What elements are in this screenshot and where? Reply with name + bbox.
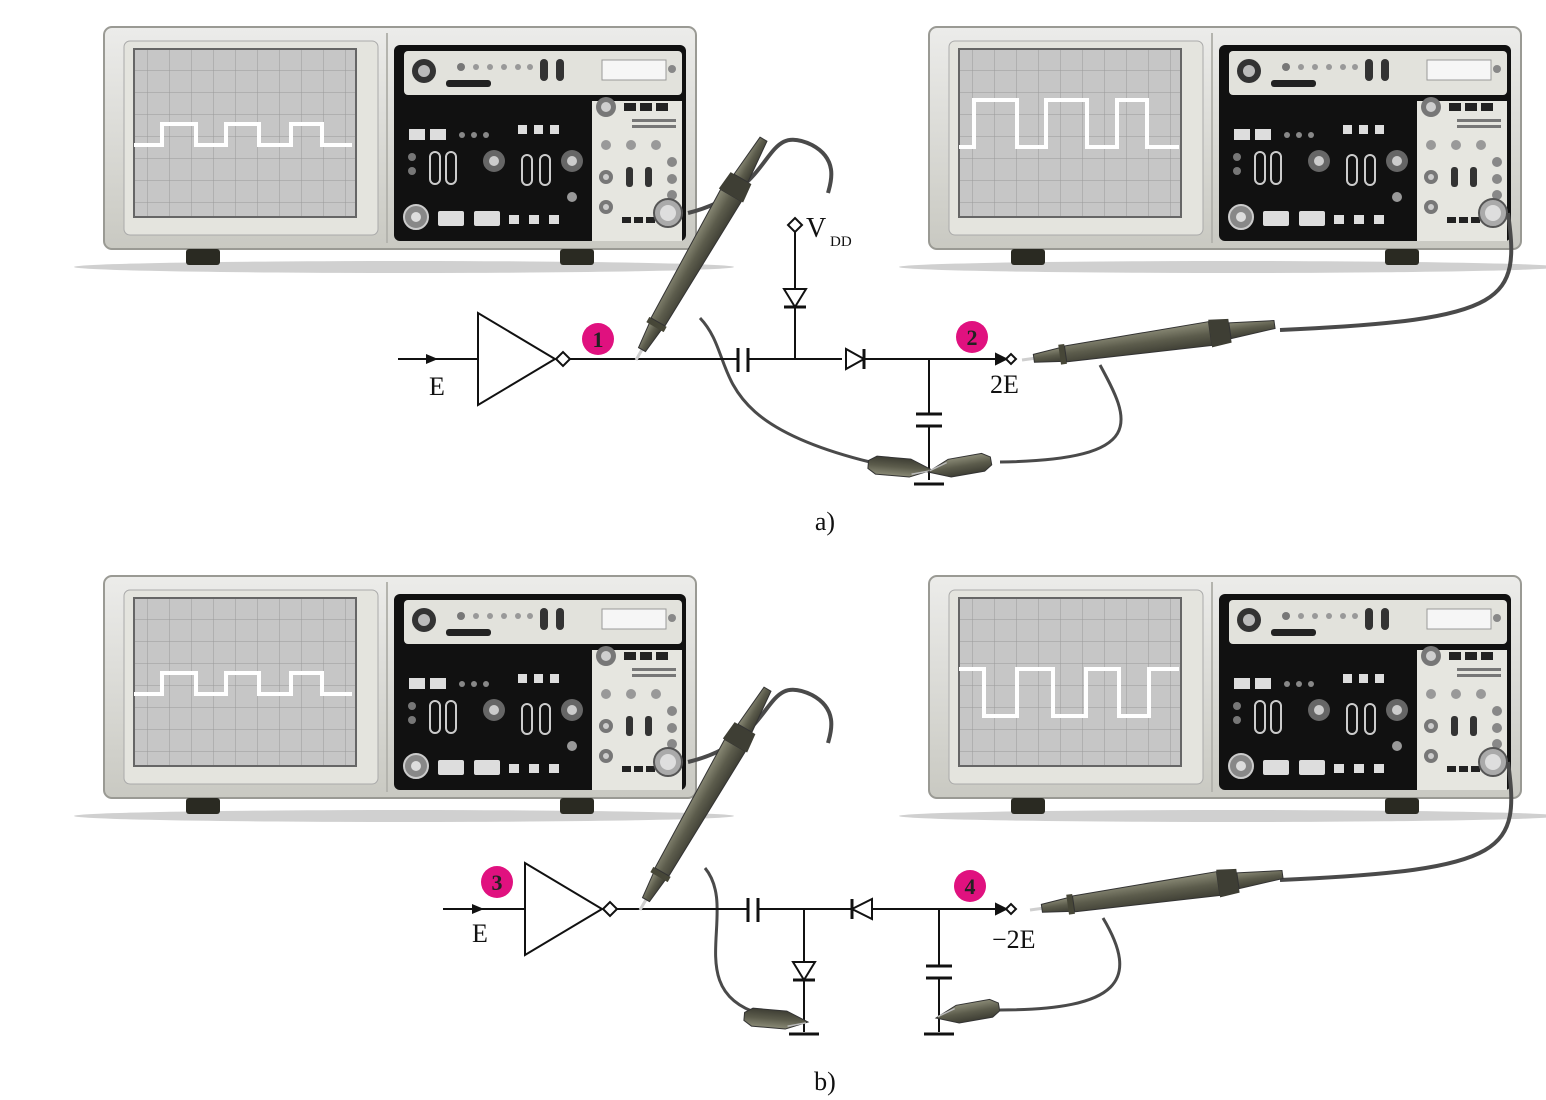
caption-a: a) bbox=[815, 507, 835, 536]
ground-lead bbox=[999, 364, 1123, 464]
ground-lead bbox=[703, 867, 761, 1016]
badge-number: 2 bbox=[967, 325, 978, 350]
panel-b: E −2E 3 4 b) bbox=[73, 575, 1546, 1096]
diode-icon bbox=[849, 897, 873, 921]
badge-3: 3 bbox=[481, 866, 513, 898]
oscilloscope-icon bbox=[898, 26, 1546, 274]
probe-cable bbox=[1279, 212, 1514, 332]
inverter-icon bbox=[524, 861, 604, 957]
panel-a: E V DD 2E 1 2 a) bbox=[73, 26, 1546, 536]
circuit-b bbox=[443, 861, 1018, 1036]
input-label: E bbox=[472, 919, 488, 948]
badge-number: 3 bbox=[492, 870, 503, 895]
badge-4: 4 bbox=[954, 870, 986, 902]
alligator-clip-icon bbox=[742, 1006, 810, 1032]
output-label: −2E bbox=[992, 925, 1036, 954]
circuit-a bbox=[398, 216, 1018, 486]
probe-icon bbox=[1019, 310, 1277, 375]
probe-cable bbox=[1279, 761, 1514, 882]
ground-lead bbox=[999, 917, 1122, 1012]
oscilloscope-icon bbox=[73, 575, 735, 823]
alligator-clip-icon bbox=[933, 997, 1002, 1028]
inverter-icon bbox=[477, 311, 557, 407]
diode-icon bbox=[845, 347, 867, 371]
oscilloscope-icon bbox=[898, 575, 1546, 823]
badge-number: 4 bbox=[965, 874, 976, 899]
output-label: 2E bbox=[990, 370, 1019, 399]
badge-1: 1 bbox=[582, 323, 614, 355]
alligator-clip-icon bbox=[866, 454, 934, 480]
waveform-trace bbox=[134, 122, 352, 147]
probe-icon bbox=[1027, 860, 1285, 925]
caption-b: b) bbox=[814, 1067, 836, 1096]
waveform-trace bbox=[959, 98, 1179, 149]
diode-icon bbox=[791, 961, 817, 982]
supply-label: V bbox=[806, 213, 826, 244]
supply-subscript: DD bbox=[830, 234, 852, 250]
diode-icon bbox=[782, 288, 808, 309]
input-label: E bbox=[429, 372, 445, 401]
alligator-clip-icon bbox=[925, 451, 994, 482]
badge-2: 2 bbox=[956, 321, 988, 353]
waveform-trace bbox=[134, 671, 352, 696]
waveform-trace bbox=[959, 667, 1179, 718]
ground-lead bbox=[698, 316, 871, 464]
oscilloscope-icon bbox=[73, 26, 735, 274]
badge-number: 1 bbox=[593, 327, 604, 352]
